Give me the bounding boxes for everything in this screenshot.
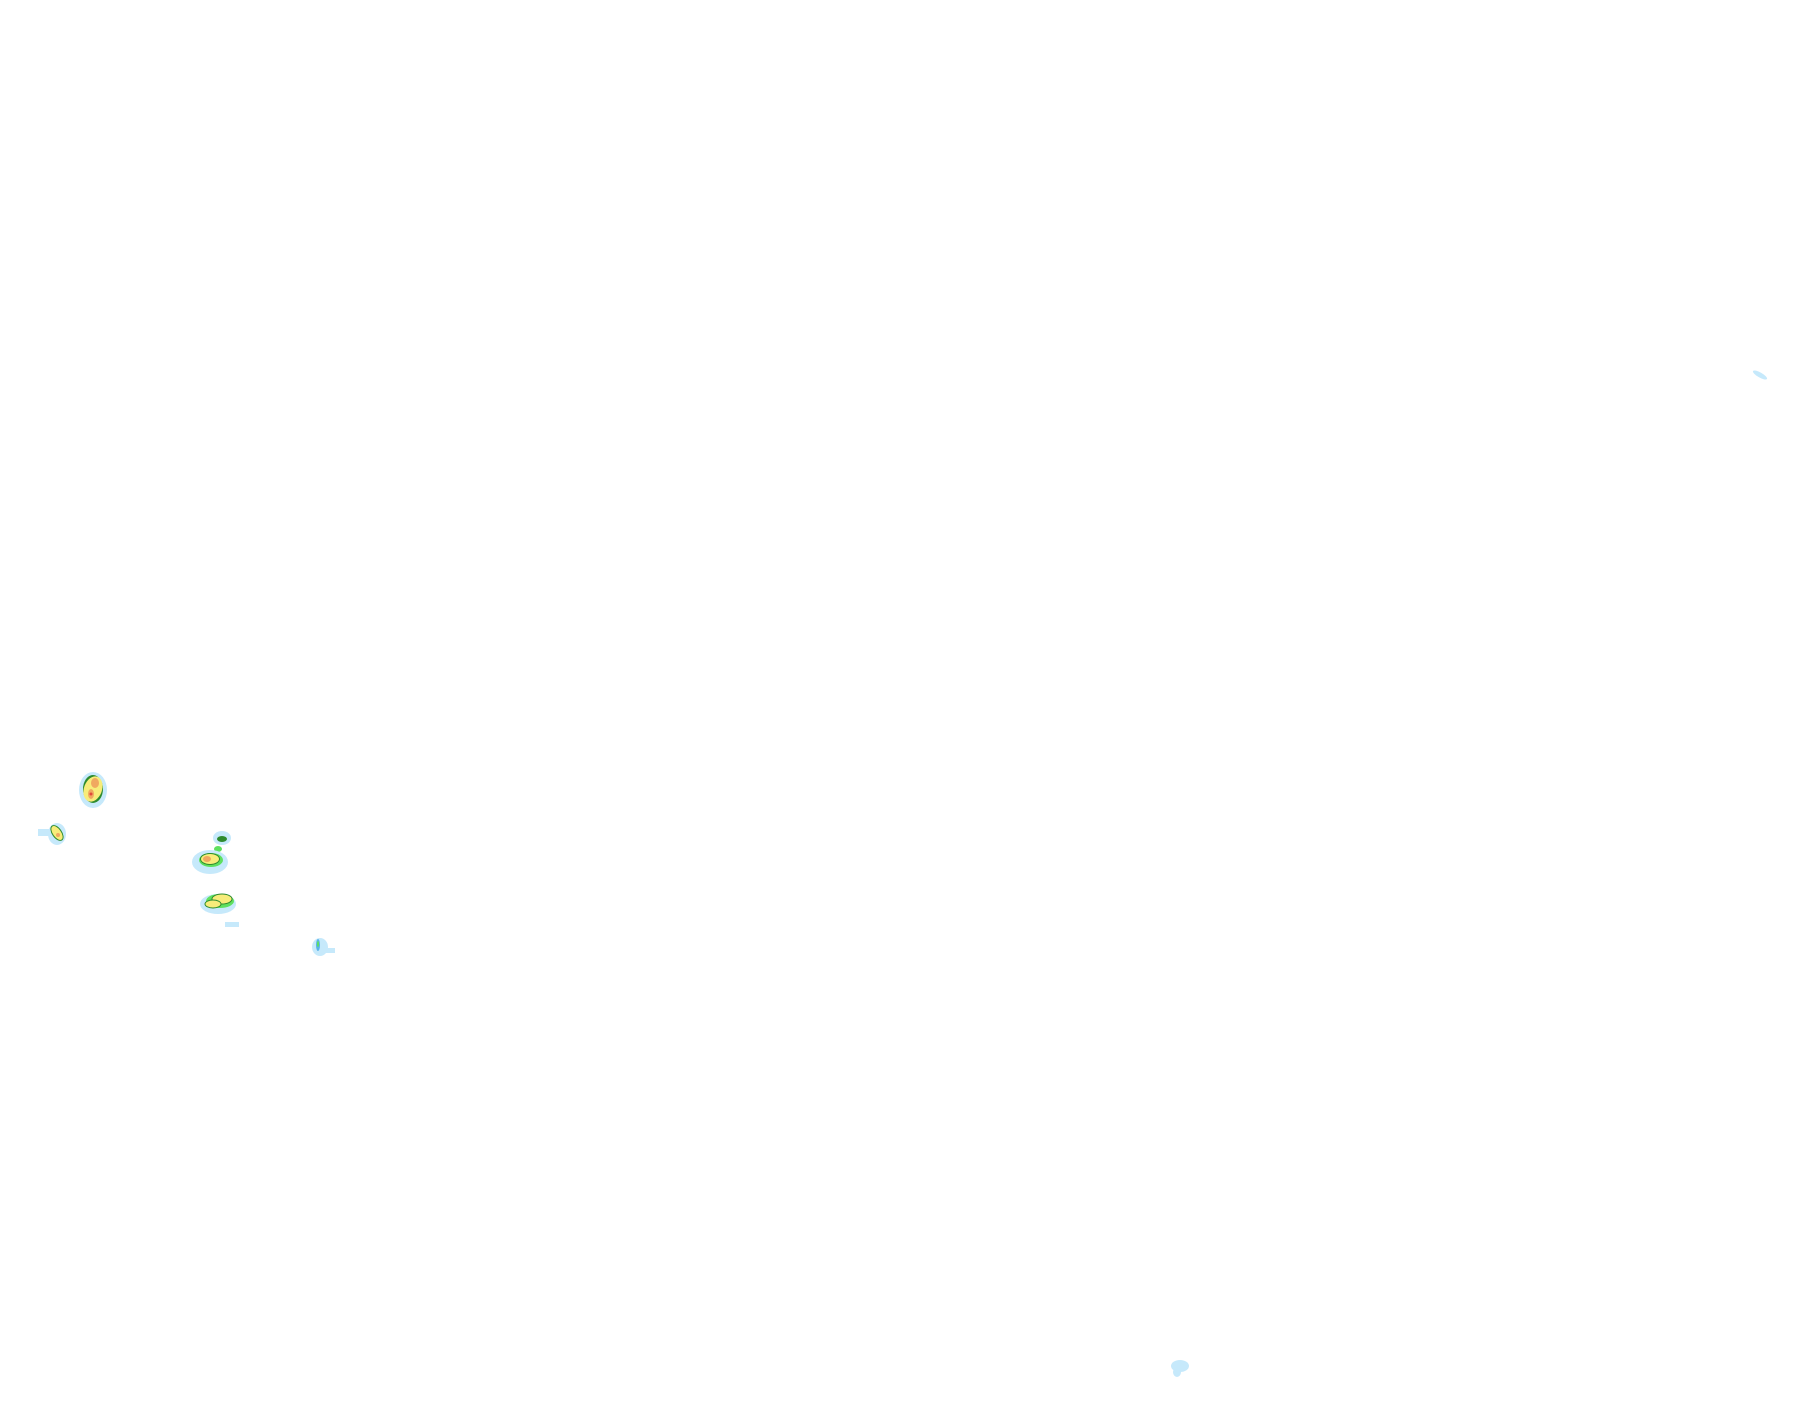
precip-cell [225,922,239,927]
precip-cell [38,823,66,845]
precip-cell [1171,1360,1189,1377]
precip-cell [192,850,228,874]
precip-cell [213,831,231,852]
precip-cell [79,772,107,808]
precip-cell [200,893,236,914]
precip-cell [1752,370,1768,380]
precip-cell [312,938,335,956]
